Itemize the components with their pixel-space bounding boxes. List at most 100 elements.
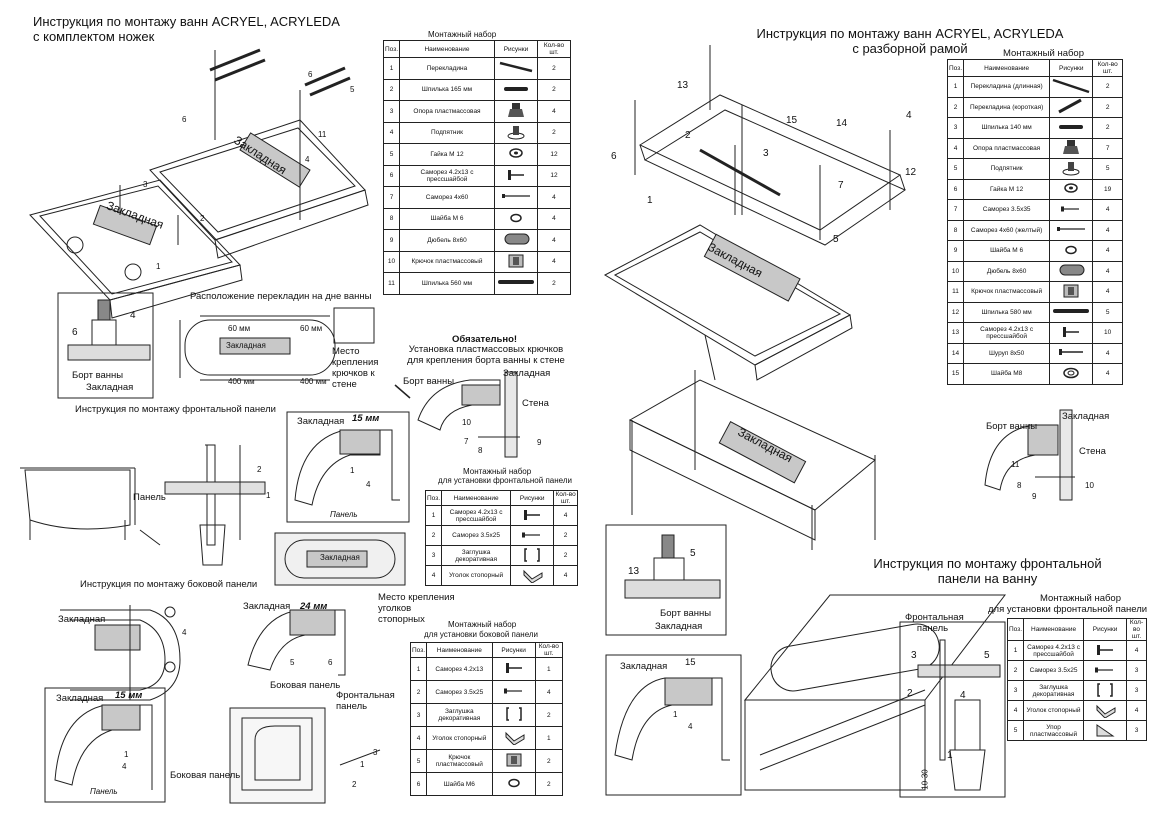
kit-pos: 12: [947, 301, 964, 323]
screw-washer-icon: [1097, 644, 1114, 655]
right-leg-bath-rim: Борт ванны: [660, 608, 712, 619]
kit-picture: [493, 207, 538, 230]
kit-qty: 4: [553, 565, 578, 586]
kit-qty: 4: [1092, 199, 1123, 221]
dowel-icon: [1059, 264, 1085, 276]
wall-hook-wall: Стена: [522, 398, 549, 409]
kit-qty: 4: [1092, 342, 1123, 364]
long-screw-icon: [501, 194, 530, 199]
kit-pos: 3: [425, 545, 442, 566]
kit-header-cell: Кол-во шт.: [536, 40, 572, 58]
kit-picture: [493, 78, 538, 101]
callout-6-side: 6: [328, 658, 333, 667]
kit-qty: 2: [534, 749, 564, 773]
kit-pos: 1: [425, 505, 442, 526]
kit-name: Опора пластмассовая: [399, 100, 495, 123]
wall-hook-bath-rim: Борт ванны: [403, 376, 455, 387]
kit-name: Саморез 4.2х13 с прессшайбой: [440, 505, 512, 526]
kit-pos: 3: [410, 703, 427, 727]
long-stud-icon: [1053, 309, 1090, 314]
right-front-kit-sub: для установки фронтальной панели: [988, 604, 1148, 615]
kit-pos: 6: [410, 772, 427, 796]
wall-hook-drawing: [417, 371, 520, 458]
kit-picture: [1049, 199, 1094, 221]
right-frontal-detail-box: [605, 654, 742, 796]
kit-picture: [1049, 76, 1094, 98]
callout-1-rzoom: 1: [947, 750, 953, 761]
front-kit-sub: для установки фронтальной панели: [438, 476, 572, 485]
kit-name: Дюбель 8х60: [399, 229, 495, 252]
kit-picture: [1049, 96, 1094, 118]
kit-name: Уголок стопорный: [426, 726, 493, 750]
mandatory-label: Обязательно!: [452, 334, 518, 345]
right-kit-title: Монтажный набор: [1003, 48, 1084, 59]
frontal-panel-label: Панель: [133, 492, 166, 503]
stop-corner-icon: [523, 569, 543, 584]
kit-qty: 2: [536, 272, 572, 295]
kit-pos: 2: [410, 680, 427, 704]
dim-400-a: 400 мм: [228, 377, 255, 386]
kit-name: Перекладина: [399, 57, 495, 80]
right-title-line1: Инструкция по монтажу ванн ACRYEL, ACRYL…: [756, 26, 1064, 41]
callout-1-rfrontal: 1: [673, 710, 678, 719]
small-screw-icon: [522, 532, 541, 537]
kit-picture: [1049, 178, 1094, 200]
front-kit-title: Монтажный набор: [463, 467, 532, 476]
side-2-embedded: Закладная: [243, 601, 291, 612]
kit-name: Заглушка декоративная: [440, 545, 512, 566]
kit-header-cell: Наименование: [426, 642, 493, 658]
side-title: Инструкция по монтажу боковой панели: [80, 579, 258, 590]
kit-pos: 2: [425, 525, 442, 546]
kit-qty: 12: [536, 164, 572, 187]
kit-qty: 1: [534, 726, 564, 750]
frontal-title: Инструкция по монтажу фронтальной панели: [75, 404, 276, 415]
right-frontal-embedded: Закладная: [620, 661, 668, 672]
callout-11-rhook: 11: [1011, 460, 1020, 469]
right-frontal-title-line1: Инструкция по монтажу фронтальной: [873, 556, 1102, 571]
callout-1-frontal-detail: 1: [350, 466, 355, 475]
callout-1-side-detail: 1: [124, 750, 129, 759]
kit-name: Саморез 4.2х13 с прессшайбой: [399, 164, 495, 187]
kit-name: Шайба М 6: [399, 207, 495, 230]
callout-5-frame: 5: [833, 234, 839, 245]
stud-icon: [1059, 124, 1084, 129]
kit-qty: 4: [1092, 363, 1123, 385]
washer-icon: [507, 778, 520, 788]
kit-picture: [1049, 322, 1094, 344]
kit-pos: 4: [1007, 700, 1024, 721]
frontal-detail-embedded: Закладная: [297, 416, 345, 427]
left-bath-bottom-drawing: [29, 179, 243, 319]
right-wall-hook-drawing: [984, 409, 1075, 501]
callout-15-frame: 15: [786, 115, 798, 126]
leg-bath-rim: Борт ванны: [72, 370, 124, 381]
side-panel-drawing-1: [60, 605, 181, 701]
washer-icon: [510, 213, 522, 222]
kit-pos: 7: [947, 199, 964, 221]
callout-5-rzoom: 5: [984, 650, 990, 661]
kit-pos: 7: [383, 186, 400, 209]
kit-name: Шпилька 140 мм: [962, 117, 1051, 139]
long-stud-icon: [497, 280, 534, 285]
kit-header-cell: Поз.: [1007, 618, 1024, 641]
wood-screw-icon: [1059, 349, 1084, 356]
dim-60-b: 60 мм: [300, 324, 323, 333]
kit-qty: 2: [536, 121, 572, 144]
bath-on-frame-drawing: [628, 370, 876, 550]
kit-qty: 2: [534, 703, 564, 727]
